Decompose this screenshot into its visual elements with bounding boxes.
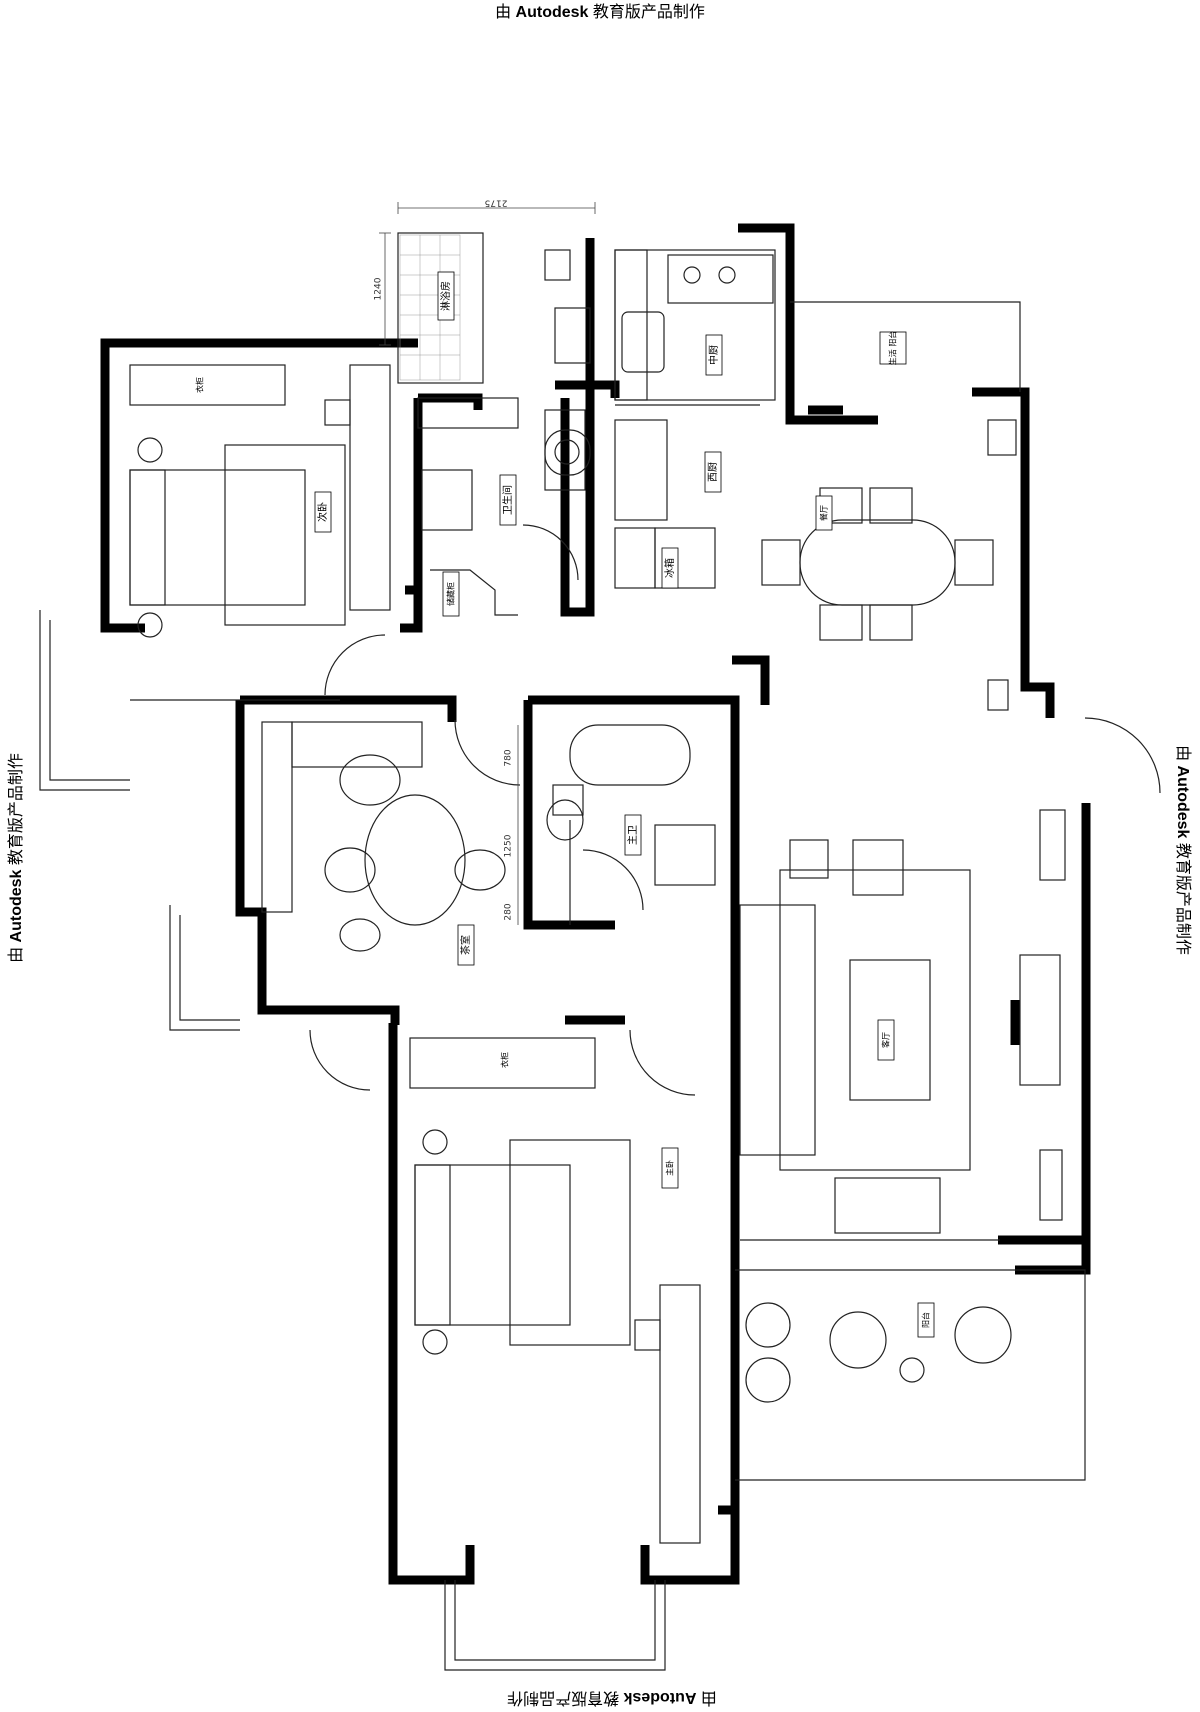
label-living-room: 客厅	[881, 1032, 891, 1048]
label-middle-kitchen: 中厨	[707, 345, 720, 365]
dim-c: 280	[504, 903, 514, 920]
label-bathroom: 卫生间	[501, 485, 514, 515]
interior-lines	[39, 232, 1161, 1671]
dim-shower-width: 2175	[485, 198, 508, 208]
label-wardrobe-second: 衣柜	[195, 377, 205, 393]
label-dining: 餐厅	[820, 505, 829, 521]
dimension-labels: 2175 1240 780 1250 280	[374, 198, 514, 921]
label-second-bedroom: 次卧	[316, 502, 329, 522]
label-shower: 淋浴房	[439, 281, 452, 311]
dimension-lines	[379, 202, 596, 925]
label-master-bath: 主卫	[627, 825, 639, 845]
label-tea-room: 茶室	[459, 935, 472, 955]
dim-a: 780	[504, 749, 514, 766]
label-master-bedroom: 主卧	[665, 1160, 675, 1176]
dim-shower-depth: 1240	[374, 277, 384, 300]
watermark-top: 由 Autodesk 教育版产品制作	[495, 4, 705, 21]
room-labels: 淋浴房 中厨 生活 阳台 衣柜 次卧 卫生间 储藏柜 西厨 冰箱 餐厅 主卫 茶…	[195, 271, 935, 1338]
label-western-kitchen: 西厨	[707, 462, 719, 482]
label-fridge: 冰箱	[663, 558, 676, 578]
label-storage: 储藏柜	[446, 582, 456, 606]
label-balcony: 阳台	[921, 1312, 931, 1328]
label-wardrobe-master: 衣柜	[500, 1052, 510, 1068]
dim-b: 1250	[504, 834, 514, 857]
label-living-balcony: 生活 阳台	[888, 331, 898, 366]
walls	[100, 223, 1091, 1585]
